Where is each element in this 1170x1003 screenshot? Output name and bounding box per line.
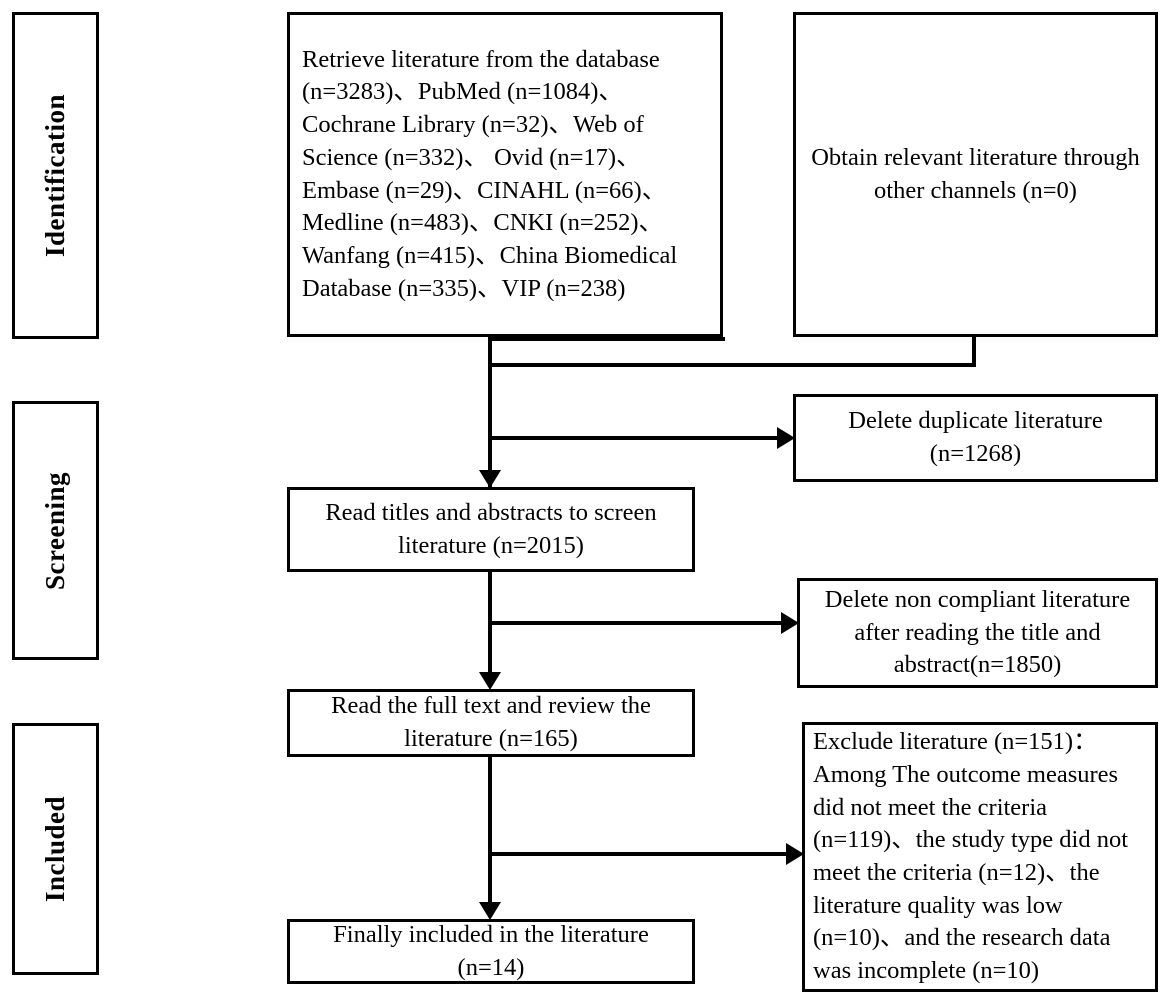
arrowhead-full-text-review (479, 672, 501, 690)
box-final-included: Finally included in the literature (n=14… (287, 919, 695, 984)
connector-trunk-identification (488, 337, 492, 487)
stage-box-included: Included (12, 723, 99, 975)
box-other-sources: Obtain relevant literature through other… (793, 12, 1158, 337)
stage-label-included: Included (40, 795, 70, 903)
arrowhead-screen-titles (479, 470, 501, 488)
box-full-text-review: Read the full text and review the litera… (287, 689, 695, 757)
box-duplicates-removed: Delete duplicate literature (n=1268) (793, 394, 1158, 482)
box-full-text-review-text: Read the full text and review the litera… (331, 692, 651, 752)
box-non-compliant-removed-text: Delete non compliant literature after re… (824, 585, 1131, 679)
stage-box-screening: Screening (12, 401, 99, 660)
connector-bar-sources-secondary (488, 363, 976, 367)
connector-bar-sources-primary (488, 337, 725, 341)
box-other-sources-text: Obtain relevant literature through other… (811, 143, 1140, 204)
connector-leg-other-sources (972, 337, 976, 365)
arrowhead-final-included (479, 902, 501, 920)
stage-label-screening: Screening (40, 471, 70, 590)
arrowhead-non-compliant (781, 612, 799, 634)
connector-branch-excluded (488, 852, 786, 856)
box-excluded-literature-text: Exclude literature (n=151)：Among The out… (813, 728, 1129, 985)
connector-trunk-included (488, 757, 492, 902)
box-screen-titles-text: Read titles and abstracts to screen lite… (325, 498, 657, 559)
connector-branch-duplicates (488, 436, 777, 440)
box-excluded-literature: Exclude literature (n=151)：Among The out… (802, 722, 1158, 992)
connector-branch-non-compliant (488, 621, 781, 625)
box-screen-titles: Read titles and abstracts to screen lite… (287, 487, 695, 572)
box-non-compliant-removed: Delete non compliant literature after re… (797, 578, 1158, 688)
box-duplicates-removed-text: Delete duplicate literature (n=1268) (848, 407, 1103, 467)
arrowhead-duplicates (777, 427, 795, 449)
box-final-included-text: Finally included in the literature (n=14… (333, 920, 649, 981)
arrowhead-excluded (786, 843, 804, 865)
stage-label-identification: Identification (40, 93, 70, 257)
stage-box-identification: Identification (12, 12, 99, 339)
box-database-sources-text: Retrieve literature from the database (n… (302, 45, 678, 302)
box-database-sources: Retrieve literature from the database (n… (287, 12, 723, 337)
